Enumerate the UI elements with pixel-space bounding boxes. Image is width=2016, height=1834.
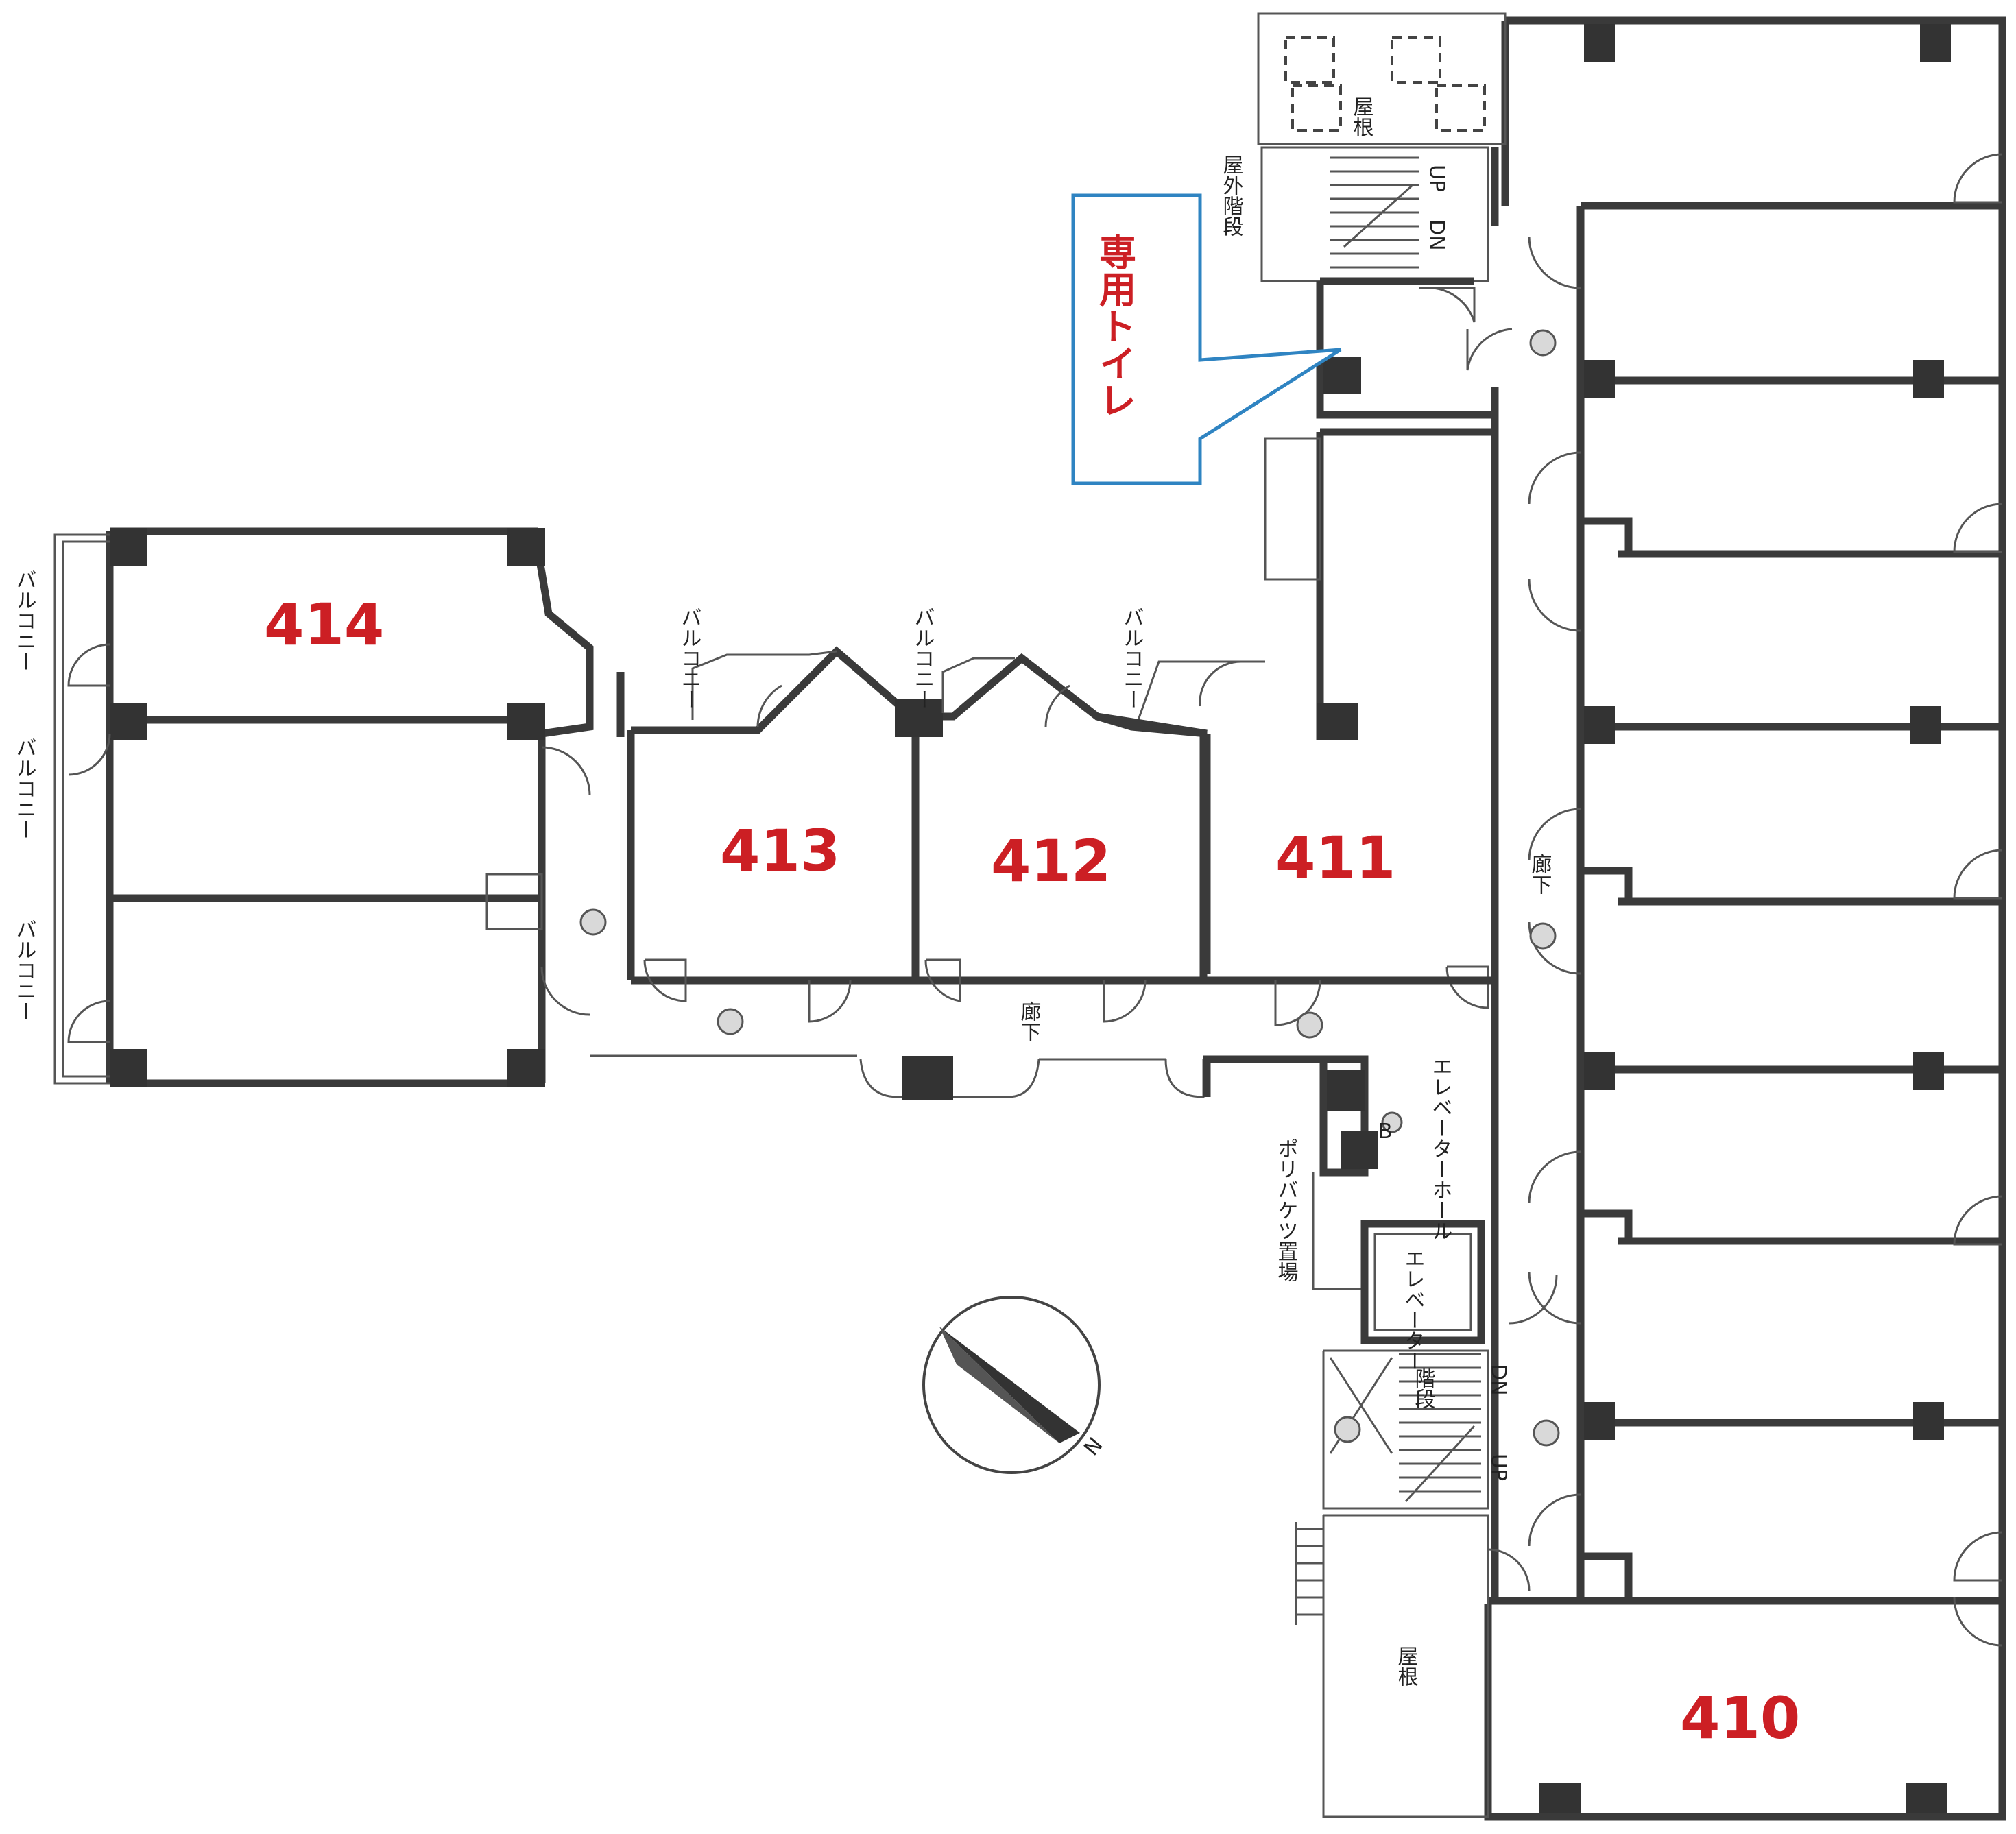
roof-label-top: 屋根 (1349, 96, 1373, 137)
small-stair-treads (1295, 1522, 1323, 1625)
balcony-label-411: バルコニー (1120, 607, 1144, 710)
lower-corridor (590, 1054, 1378, 1177)
balcony-label-412: バルコニー (911, 607, 935, 710)
right-wing (1484, 16, 2006, 1821)
elevator-label: エレベーター (1401, 1248, 1425, 1371)
roof-label-bottom: 屋根 (1394, 1645, 1418, 1687)
stairs-label: 階段 (1411, 1368, 1436, 1409)
exclusive-toilet-callout: 専用トイレ (1071, 193, 1342, 485)
dn-label-bottom: DN (1487, 1364, 1511, 1396)
b-mark: B (1378, 1120, 1393, 1144)
elevator-hall-label: エレベーターホール (1428, 1056, 1452, 1241)
balcony-label-414c: バルコニー (12, 919, 36, 1022)
room-number-411: 411 (1275, 824, 1395, 891)
pipe-shaft-icon (579, 329, 1560, 1447)
up-label-top: UP (1425, 165, 1449, 192)
door-swing-icon (1953, 153, 2003, 1647)
dn-label-top: DN (1425, 219, 1449, 251)
balcony-label-414b: バルコニー (12, 737, 36, 840)
callout-label: 専用トイレ (1093, 233, 1136, 418)
room-number-413: 413 (720, 817, 840, 884)
rooms-412-413 (627, 646, 1495, 1026)
stair-treads (1330, 156, 1419, 269)
stair-core-top (1257, 12, 1513, 419)
room-411 (1096, 428, 1499, 1009)
north-label: N (1079, 1433, 1107, 1460)
compass-icon (922, 1296, 1101, 1474)
room-414-block (53, 527, 625, 1087)
polybucket-label: ポリバケツ置場 (1274, 1138, 1298, 1282)
door-swing-icon (67, 643, 591, 1043)
stair-treads (1399, 1353, 1481, 1503)
corridor-label-right: 廊下 (1528, 854, 1552, 895)
room-number-410: 410 (1680, 1685, 1800, 1752)
outdoor-stairs-label: 屋外階段 (1219, 154, 1244, 237)
balcony-label-414a: バルコニー (12, 569, 36, 672)
corridor-label-lower: 廊下 (1017, 1001, 1042, 1042)
room-number-414: 414 (264, 591, 384, 658)
room-number-412: 412 (991, 828, 1111, 895)
elevator-core (1295, 1172, 1558, 1818)
balcony-label-413: バルコニー (677, 607, 701, 710)
up-label-bottom: UP (1487, 1453, 1511, 1481)
